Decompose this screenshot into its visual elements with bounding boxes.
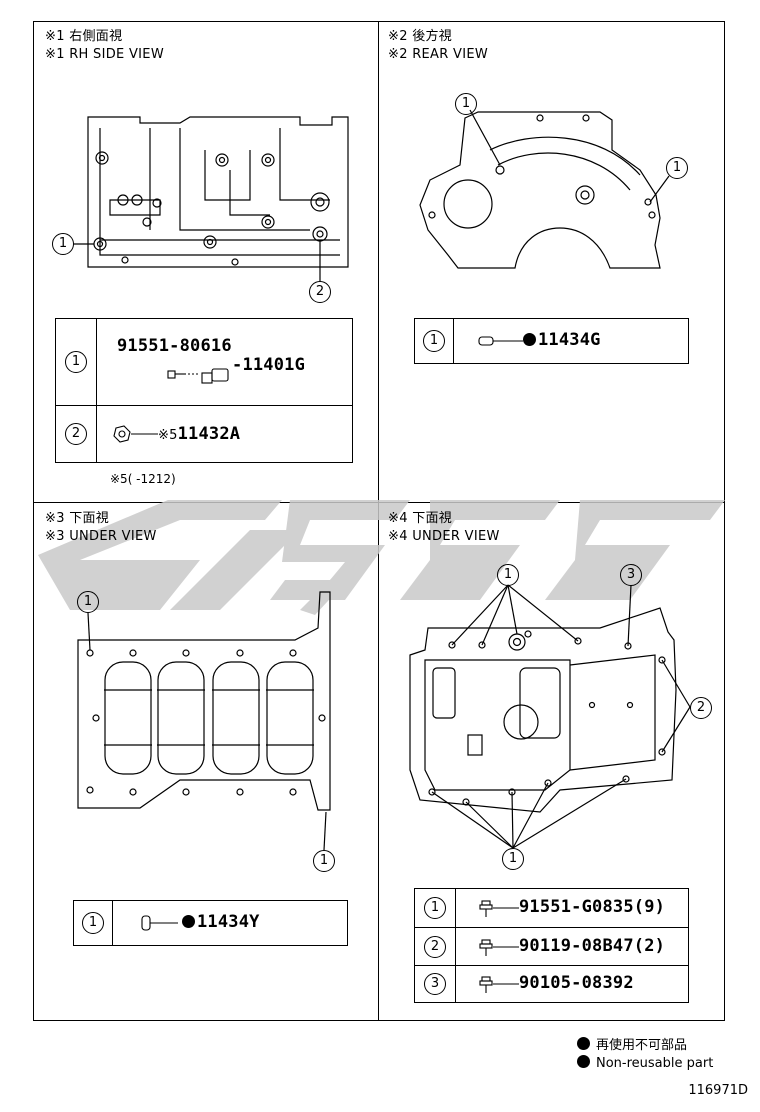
under-view-4-title-en: ※4 UNDER VIEW (388, 529, 500, 544)
non-reusable-dot-icon (577, 1055, 590, 1068)
rh-row-2-number: 2 (65, 423, 87, 445)
rear-row-1-number: 1 (423, 330, 445, 352)
part-number-11401G: -11401G (232, 355, 306, 375)
callout-1-rh: 1 (52, 233, 74, 255)
non-reusable-dot-icon (577, 1037, 590, 1050)
rh-row-1-number: 1 (65, 351, 87, 373)
rear-view-title-jp: ※2 後方視 (388, 29, 453, 44)
rh-table-row-1: 1 91551-80616 -11401G (56, 319, 352, 405)
part-number-11434G: 11434G (523, 330, 601, 350)
rear-parts-table: 1 11434G (414, 318, 689, 364)
part-number-11434Y: 11434Y (182, 912, 260, 932)
under-view-3-parts-table: 1 11434Y (73, 900, 348, 946)
legend-jp: 再使用不可部品 (577, 1034, 687, 1053)
bolt-icon (479, 939, 519, 956)
under4-row-3-number: 3 (424, 973, 446, 995)
diagram-frame (33, 21, 725, 1021)
part-number-91551-G0835: 91551-G0835(9) (519, 897, 666, 917)
legend-en: Non-reusable part (577, 1055, 713, 1071)
callout-1-rear-left: 1 (455, 93, 477, 115)
bolt-icon (479, 976, 519, 993)
part-number-90119-08B47: 90119-08B47(2) (519, 936, 666, 956)
under4-table-row-3: 3 90105-08392 (415, 965, 688, 1002)
callout-1-under3-bottom: 1 (313, 850, 335, 872)
under4-table-row-2: 2 90119-08B47(2) (415, 927, 688, 965)
drawing-code: 116971D (688, 1083, 748, 1098)
callout-2-under4: 2 (690, 697, 712, 719)
under-view-3-title-en: ※3 UNDER VIEW (45, 529, 157, 544)
rh-side-view-title-jp: ※1 右側面視 (45, 29, 123, 44)
rh-side-view-title: ※1 右側面視 ※1 RH SIDE VIEW (45, 28, 164, 64)
non-reusable-dot-icon (523, 333, 536, 346)
under3-row-1-number: 1 (82, 912, 104, 934)
rear-view-title: ※2 後方視 ※2 REAR VIEW (388, 28, 488, 64)
callout-1-under4-bottom: 1 (502, 848, 524, 870)
dowel-pin-icon (478, 336, 523, 346)
quadrant-divider-vertical (378, 21, 379, 1021)
under-view-4-title-jp: ※4 下面視 (388, 511, 453, 526)
under-view-4-parts-table: 1 91551-G0835(9) 2 90119-08B47(2) 3 (414, 888, 689, 1003)
callout-1-under4-top: 1 (497, 564, 519, 586)
rh-side-footnote: ※5( -1212) (110, 472, 176, 486)
non-reusable-dot-icon (182, 915, 195, 928)
bolt-and-sensor-icon (167, 368, 229, 384)
rh-side-parts-table: 1 91551-80616 -11401G 2 ※511432A (55, 318, 353, 463)
callout-3-under4: 3 (620, 564, 642, 586)
callout-1-under3-top: 1 (77, 591, 99, 613)
under-view-3-title: ※3 下面視 ※3 UNDER VIEW (45, 510, 157, 546)
part-number-11432A: ※511432A (158, 424, 241, 444)
under-view-4-title: ※4 下面視 ※4 UNDER VIEW (388, 510, 500, 546)
part-number-91551-80616: 91551-80616 (117, 336, 232, 356)
rh-side-view-title-en: ※1 RH SIDE VIEW (45, 47, 164, 62)
callout-2-rh: 2 (309, 281, 331, 303)
under4-table-row-1: 1 91551-G0835(9) (415, 889, 688, 927)
dowel-pin-icon (141, 915, 178, 931)
under-view-3-title-jp: ※3 下面視 (45, 511, 110, 526)
under4-row-1-number: 1 (424, 897, 446, 919)
nut-icon (113, 425, 158, 443)
callout-1-rear-right: 1 (666, 157, 688, 179)
bolt-icon (479, 900, 519, 917)
under4-row-2-number: 2 (424, 936, 446, 958)
part-number-90105-08392: 90105-08392 (519, 973, 634, 993)
rear-view-title-en: ※2 REAR VIEW (388, 47, 488, 62)
rh-table-row-2: 2 ※511432A (56, 405, 352, 462)
